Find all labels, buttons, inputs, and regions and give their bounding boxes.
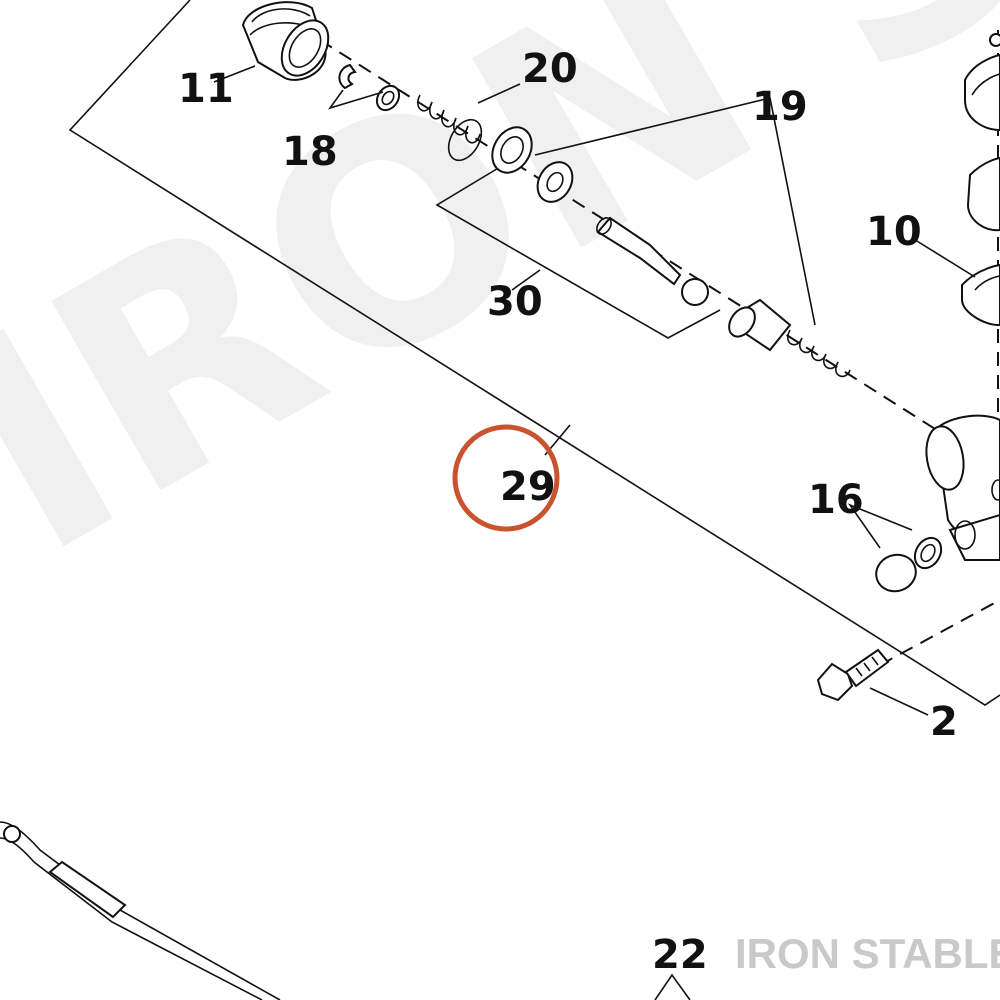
- callout-16: 16: [808, 477, 864, 523]
- kit-bracket-29: [68, 0, 1000, 706]
- piston-part: [728, 298, 851, 378]
- leader-10: [911, 237, 976, 278]
- callout-18: 18: [282, 129, 338, 175]
- brake-cable-part: [0, 821, 281, 1000]
- leader-18: [327, 89, 384, 110]
- callout-20: 20: [522, 46, 578, 92]
- callout-30: 30: [487, 279, 543, 325]
- leader-11: [213, 65, 256, 83]
- bolt-part: [816, 648, 890, 702]
- master-cylinder-body: [925, 414, 1000, 561]
- callout-29: 29: [500, 464, 556, 510]
- leader-2: [869, 687, 929, 716]
- leader-20: [477, 83, 521, 104]
- snap-ring-part: [491, 126, 574, 203]
- leader-22: [654, 973, 691, 1000]
- assembly-axis-bolt: [879, 599, 1000, 666]
- callout-11: 11: [178, 66, 234, 112]
- leader-19: [534, 97, 816, 326]
- leader-30: [511, 269, 541, 291]
- callout-19: 19: [752, 84, 808, 130]
- kit-bracket-30: [435, 154, 721, 339]
- reservoir-cover-part: [961, 33, 1000, 327]
- spring-part: [417, 94, 483, 162]
- leader-16: [847, 503, 913, 549]
- highlight-ring-29: [452, 424, 560, 532]
- cap-oring-part: [875, 536, 943, 593]
- pushrod-part: [596, 216, 709, 306]
- dust-boot-part: [241, 1, 330, 81]
- callout-2: 2: [930, 699, 958, 745]
- callout-22: 22: [652, 932, 708, 978]
- brand-logo-text: IRON STABLE: [735, 930, 1000, 977]
- callout-10: 10: [866, 209, 922, 255]
